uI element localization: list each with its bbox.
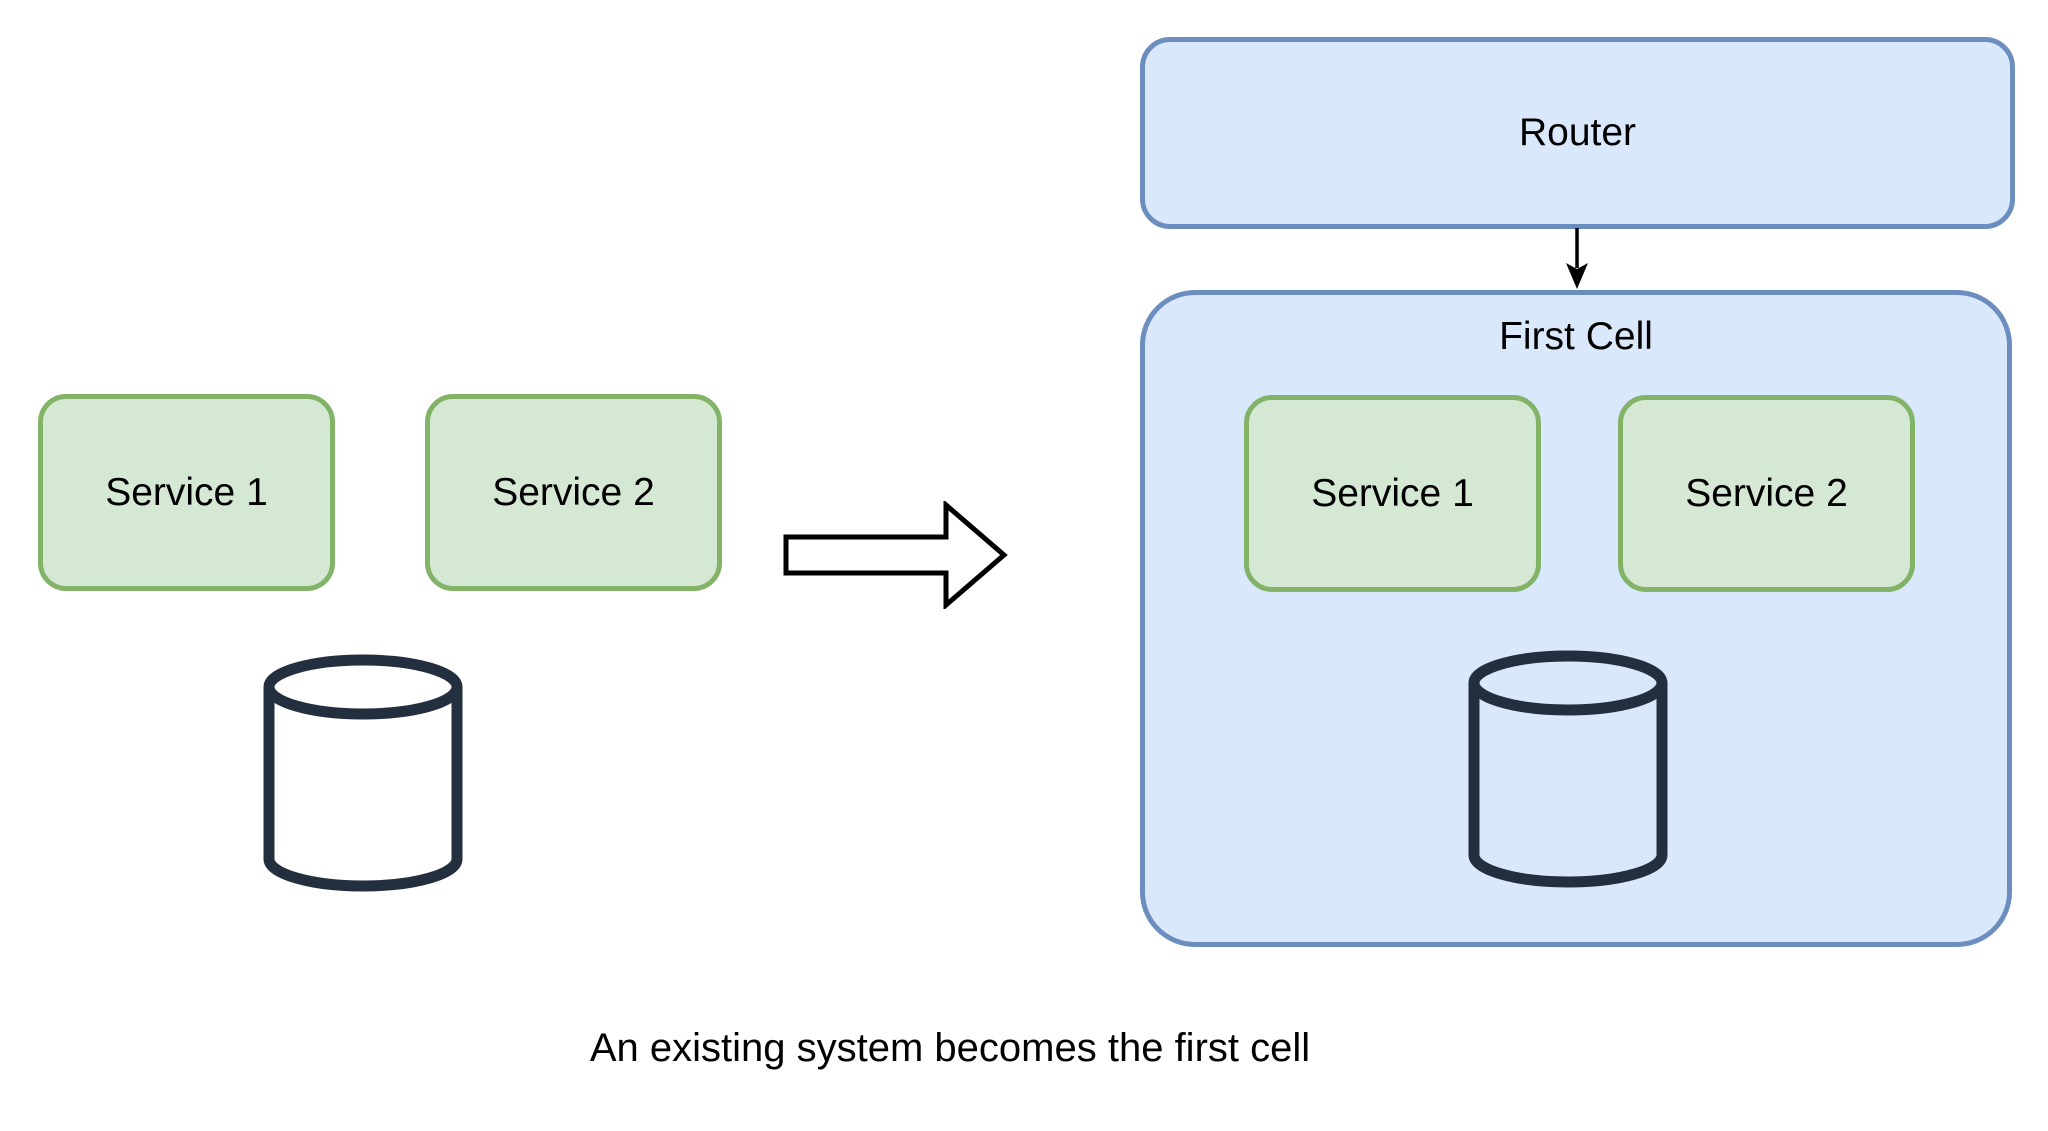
cell-service-2-label: Service 2 [1685,471,1848,515]
arrow-right-icon [783,501,1008,609]
diagram-caption: An existing system becomes the first cel… [589,1026,1311,1070]
legacy-service-2-label: Service 2 [492,470,655,514]
database-icon [1468,650,1668,888]
arrow-down-icon [1566,228,1588,289]
router-box: Router [1140,37,2015,229]
legacy-service-1-label: Service 1 [105,470,268,514]
database-icon [263,654,463,892]
router-label: Router [1518,111,1637,154]
cell-service-1-box: Service 1 [1244,395,1541,592]
first-cell-label: First Cell [1499,315,1653,358]
cell-service-2-box: Service 2 [1618,395,1915,592]
legacy-service-1-box: Service 1 [38,394,335,591]
cell-service-1-label: Service 1 [1311,471,1474,515]
first-cell-container: First Cell Service 1 Service 2 [1140,290,2012,947]
legacy-service-2-box: Service 2 [425,394,722,591]
